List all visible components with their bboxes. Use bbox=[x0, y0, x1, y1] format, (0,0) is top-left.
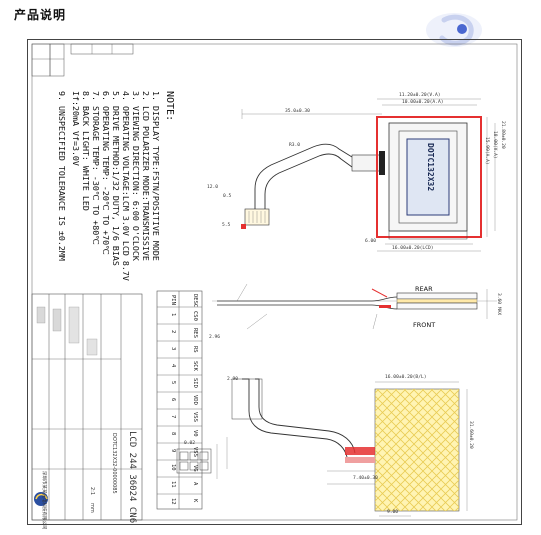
pin-table-signal: K bbox=[192, 499, 198, 503]
viewing-area-dim: 11.20±0.20(V.A) bbox=[399, 93, 441, 98]
pin-table-header: 4 bbox=[170, 364, 176, 368]
backlight-gap-dim: 2.90 bbox=[227, 377, 239, 382]
note-line: If:20mA Vf=3.0V bbox=[71, 91, 81, 166]
page-heading: 产品说明 bbox=[14, 8, 67, 22]
pin-width-dim: 5.5 bbox=[222, 223, 231, 228]
note-line: 6. OPERATING TEMP: -20℃ TO +70℃ bbox=[101, 91, 111, 255]
rear-view-label: REAR bbox=[415, 285, 433, 293]
pin-table-header: 3 bbox=[170, 347, 176, 351]
pin-table-signal: SCK bbox=[192, 361, 198, 371]
pin-table-signal: VSS bbox=[192, 447, 198, 457]
watermark-logo-icon bbox=[426, 13, 482, 47]
pin-table-header: 5 bbox=[170, 381, 176, 385]
outline-width-dim: 16.00±0.20(LCD) bbox=[392, 246, 434, 251]
pin-table-signal: SID bbox=[192, 378, 198, 388]
pin-table-header: 2 bbox=[170, 330, 176, 334]
note-line: 9. UNSPECIFIED TOLERANCE IS ±0.2MM bbox=[57, 91, 67, 261]
drawing-sheet: NOTE: 1. DISPLAY TYPE:FSTN/POSITIVE MODE… bbox=[27, 39, 522, 530]
pin-table-header: PIN bbox=[170, 295, 176, 305]
drawing-scale: 2:1 bbox=[89, 487, 95, 496]
note-line: 5. DRIVE METHOD:1/32 DUTY, 1/6 BIAS bbox=[111, 91, 121, 266]
note-line: 2. LCD POLARIZER MODE:TRANSMISSIVE bbox=[141, 91, 151, 261]
fpc-length-dim: 35.0±0.30 bbox=[285, 109, 310, 114]
note-line: 1. DISPLAY TYPE:FSTN/POSITIVE MODE bbox=[151, 91, 161, 261]
note-line: 3. VIEWING DIRECTION: 6:00 O'CLOCK bbox=[131, 91, 141, 261]
note-line: 7. STORAGE TEMP: -30℃ TO +80℃ bbox=[91, 91, 101, 245]
thickness-dim: 2.96 bbox=[209, 335, 221, 340]
pin-table-signal: VDD bbox=[192, 395, 198, 405]
front-view-label: FRONT bbox=[413, 321, 436, 329]
pin-table-header: 6 bbox=[170, 398, 176, 402]
notes-title: NOTE: bbox=[164, 91, 175, 122]
pin-table-header: 9 bbox=[170, 449, 176, 453]
side-section-view bbox=[212, 283, 497, 330]
pin-table-signal: RS bbox=[192, 346, 198, 353]
backlight-width-dim: 16.00±0.20(B/L) bbox=[385, 375, 427, 380]
pin-table-signal: V0 bbox=[192, 430, 198, 437]
pin-table-signal: VG bbox=[192, 465, 198, 472]
backlight-offset-dim: 7.40±0.30 bbox=[353, 476, 378, 481]
pin-table-header: 10 bbox=[170, 464, 176, 471]
company-name: 深圳市某某光电科技有限公司 bbox=[41, 471, 46, 530]
pin-table-header: 7 bbox=[170, 415, 176, 419]
title-block bbox=[31, 293, 143, 521]
pin-pitch-dim: 0.5 bbox=[223, 194, 232, 199]
aa-height-dim: 15.99(A.A) bbox=[484, 137, 489, 165]
total-thickness-dim: 3.60 MAX bbox=[496, 293, 501, 316]
revision-block bbox=[31, 43, 134, 77]
drawing-title: LCD 244 36024 CN6 bbox=[127, 431, 137, 524]
fpc-tail-dim: 12.0 bbox=[207, 185, 219, 190]
pad-dim: 0.02 bbox=[184, 441, 196, 446]
glass-height-dim: 21.80±0.20 bbox=[500, 121, 505, 149]
drawing-unit: mm bbox=[89, 503, 95, 513]
part-number: DOTC132X32-00000085 bbox=[111, 433, 117, 494]
lcd-front-view bbox=[241, 98, 496, 252]
drawing-frame bbox=[27, 39, 522, 525]
lcd-model-label: DOTC132X32 bbox=[426, 143, 435, 192]
note-line: 8. BACK LIGHT: WHITE LED bbox=[81, 91, 91, 211]
pin-table-signal: VSS bbox=[192, 412, 198, 422]
bend-radius-dim: R3.0 bbox=[289, 143, 301, 148]
pin-table-header: 12 bbox=[170, 498, 176, 505]
pin-table-header: 11 bbox=[170, 481, 176, 488]
note-line: 4. OPERATING VOLTAGE:LCM 3.0V LCD 8.7V bbox=[121, 91, 131, 281]
backlight-view bbox=[226, 378, 468, 517]
pin-table-signal: A bbox=[192, 482, 198, 486]
backlight-bottom-dim: 9.00 bbox=[387, 510, 399, 515]
pin-table-header: 8 bbox=[170, 432, 176, 436]
pin-table-signal: CS0 bbox=[192, 311, 198, 321]
pad-grid-detail bbox=[176, 444, 218, 479]
pin-table-header: 1 bbox=[170, 313, 176, 317]
va-height-dim: 18.00(V.A) bbox=[492, 131, 497, 159]
pin-table-signal: RES bbox=[192, 328, 198, 338]
active-area-dim: 10.00±0.20(A.A) bbox=[402, 100, 444, 105]
backlight-height-dim: 31.60±0.20 bbox=[468, 421, 473, 449]
left-margin-dim: 6.00 bbox=[365, 239, 377, 244]
pin-table-signal: DESC bbox=[192, 294, 198, 308]
